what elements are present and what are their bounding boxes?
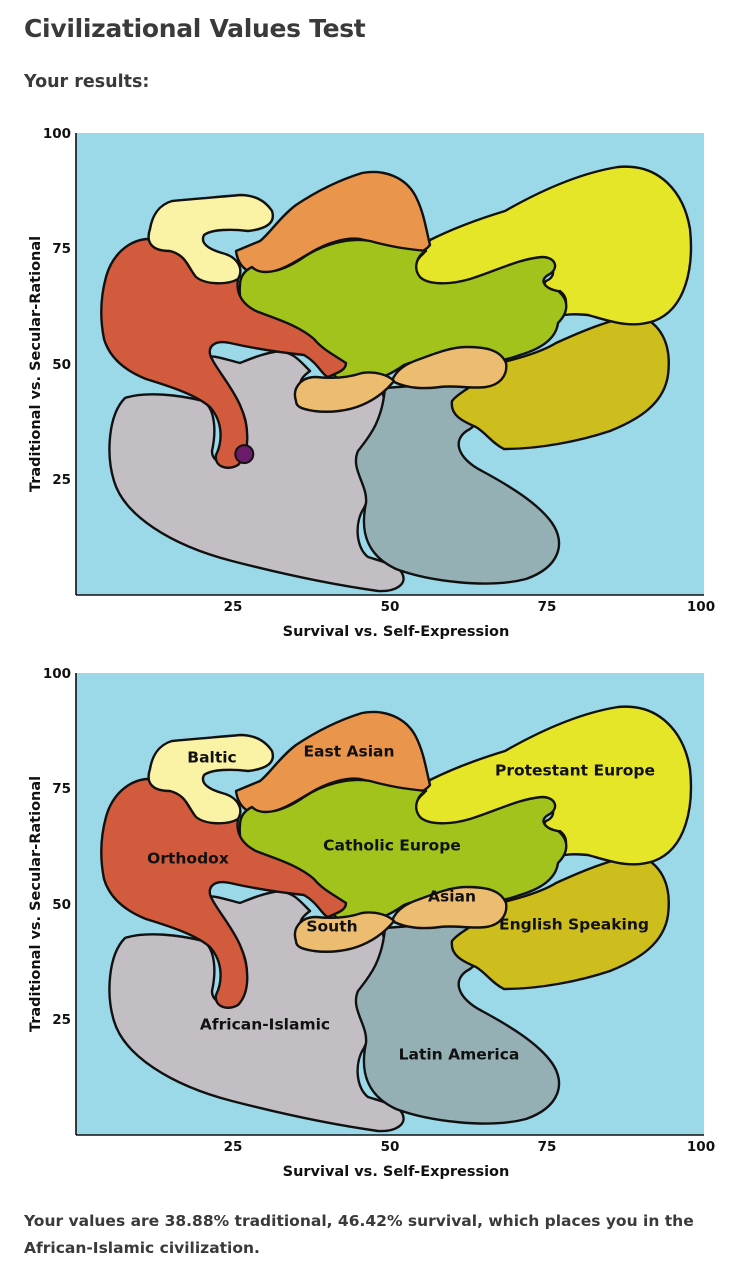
region-south	[293, 911, 396, 953]
region-label-protestant-europe: Protestant Europe	[495, 762, 655, 780]
y-tick-label: 50	[52, 897, 71, 913]
y-tick-label: 75	[52, 781, 71, 797]
x-tick-label: 100	[687, 599, 715, 615]
x-tick-label: 25	[224, 1139, 243, 1155]
region-baltic	[147, 733, 275, 825]
results-chart: 100 75 50 25 25 50 75 100 Survival vs. S…	[0, 120, 731, 650]
x-tick-label: 25	[224, 599, 243, 615]
y-axis-title: Traditional vs. Secular-Rational	[28, 236, 44, 492]
region-label-catholic-europe: Catholic Europe	[323, 837, 461, 855]
region-label-asian: Asian	[428, 888, 476, 906]
region-map	[100, 165, 693, 593]
region-south	[293, 371, 396, 413]
y-axis-title: Traditional vs. Secular-Rational	[28, 776, 44, 1032]
region-english-speaking	[450, 853, 670, 991]
results-chart-svg: 100 75 50 25 25 50 75 100 Survival vs. S…	[28, 126, 715, 640]
region-label-african-islamic: African-Islamic	[200, 1016, 330, 1034]
x-tick-label: 75	[538, 599, 557, 615]
region-label-english-speaking: English Speaking	[499, 916, 649, 934]
page-title: Civilizational Values Test	[24, 14, 366, 43]
region-asian	[390, 885, 508, 930]
y-tick-label: 75	[52, 241, 71, 257]
x-tick-label: 100	[687, 1139, 715, 1155]
region-label-latin-america: Latin America	[399, 1046, 520, 1064]
x-axis-title: Survival vs. Self-Expression	[283, 1164, 510, 1180]
region-label-east-asian: East Asian	[303, 743, 394, 761]
x-tick-label: 75	[538, 1139, 557, 1155]
region-asian	[390, 345, 508, 390]
result-point	[234, 444, 255, 465]
y-tick-label: 25	[52, 472, 71, 488]
region-label-baltic: Baltic	[187, 749, 237, 767]
result-summary: Your values are 38.88% traditional, 46.4…	[24, 1212, 694, 1257]
results-subtitle: Your results:	[24, 72, 150, 92]
y-tick-label: 100	[43, 126, 71, 142]
y-tick-label: 100	[43, 666, 71, 682]
y-tick-label: 50	[52, 357, 71, 373]
x-axis-title: Survival vs. Self-Expression	[283, 624, 510, 640]
region-english-speaking	[450, 313, 670, 451]
region-baltic	[147, 193, 275, 285]
region-label-orthodox: Orthodox	[147, 850, 229, 868]
x-tick-label: 50	[381, 1139, 400, 1155]
y-tick-label: 25	[52, 1012, 71, 1028]
region-label-south: South	[306, 918, 357, 936]
chart-marks	[234, 444, 255, 465]
x-tick-label: 50	[381, 599, 400, 615]
